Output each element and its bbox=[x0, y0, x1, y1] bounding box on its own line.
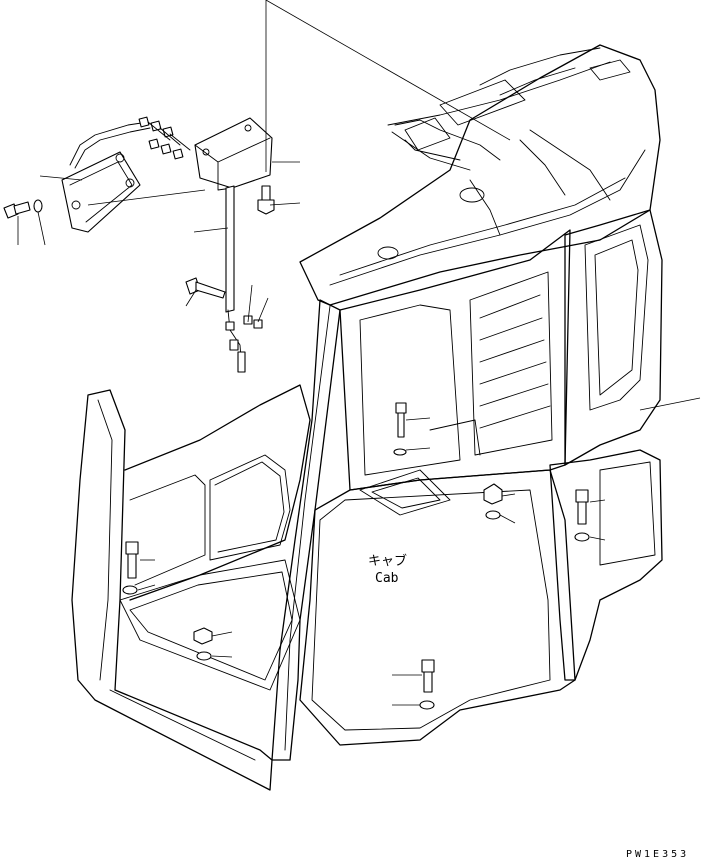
drawing-code: PW1E353 bbox=[626, 849, 689, 860]
leader-lines bbox=[17, 0, 701, 706]
cab-frame bbox=[71, 44, 663, 791]
cab-label-en: Cab bbox=[375, 571, 399, 586]
mount-hardware bbox=[122, 402, 590, 710]
cab-label-jp: キャブ bbox=[368, 553, 407, 569]
bracket-assembly bbox=[3, 116, 275, 373]
